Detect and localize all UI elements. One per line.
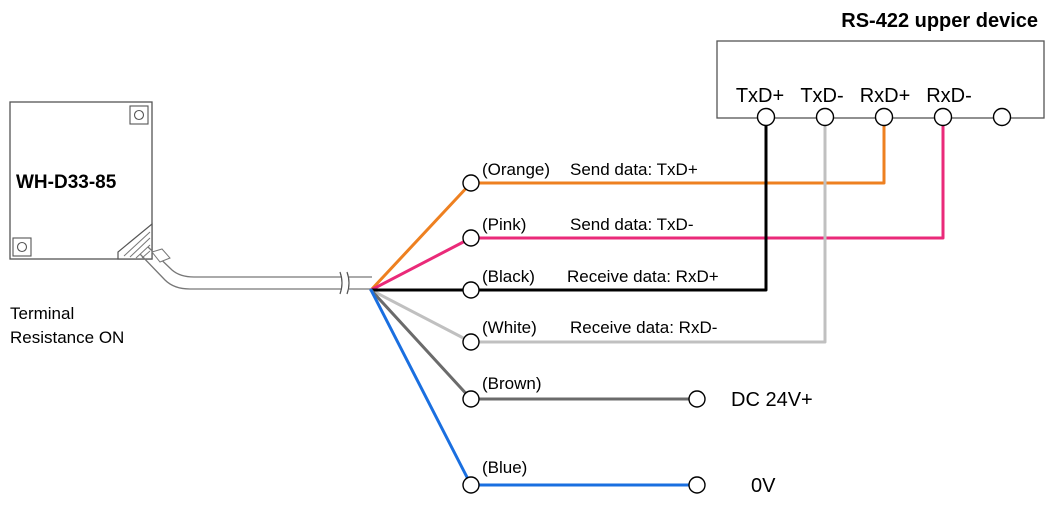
terminal-note-line1: Terminal (10, 304, 74, 323)
device-pin-spare-icon (992, 107, 1012, 127)
terminal-dc24v-icon (688, 390, 706, 408)
sensor-body (9, 101, 153, 260)
sensor-cable (139, 246, 372, 295)
device-pin-txd-minus-icon (815, 107, 835, 127)
upper-device-box (716, 40, 1045, 119)
pin-label-rxd-plus: RxD+ (860, 85, 911, 107)
wire-label-pink-color: (Pink) (482, 215, 526, 234)
terminal-orange-icon (462, 174, 480, 192)
terminal-black-icon (462, 281, 480, 299)
pin-label-txd-plus: TxD+ (736, 85, 784, 107)
terminal-brown-icon (462, 390, 480, 408)
pin-label-txd-minus: TxD- (800, 85, 843, 107)
wire-label-brown-color: (Brown) (482, 374, 542, 393)
power-label-0v: 0V (751, 475, 776, 497)
device-pin-txd-plus-icon (756, 107, 776, 127)
wire-white (369, 115, 827, 344)
wire-label-orange-color: (Orange) (482, 160, 550, 179)
upper-device-title: RS-422 upper device (841, 10, 1038, 32)
terminal-0v-icon (688, 476, 706, 494)
wire-label-blue-color: (Blue) (482, 458, 527, 477)
power-label-dc24v: DC 24V+ (731, 389, 813, 411)
wire-label-white-color: (White) (482, 318, 537, 337)
wire-orange (369, 115, 886, 292)
device-pin-rxd-minus-icon (933, 107, 953, 127)
wire-pink (369, 115, 945, 292)
wire-label-white-desc: Receive data: RxD- (570, 318, 717, 337)
wire-label-black-desc: Receive data: RxD+ (567, 267, 719, 286)
pin-label-rxd-minus: RxD- (926, 85, 972, 107)
wire-label-pink-desc: Send data: TxD- (570, 215, 693, 234)
terminal-pink-icon (462, 229, 480, 247)
terminal-note-line2: Resistance ON (10, 328, 124, 347)
sensor-model-label: WH-D33-85 (16, 172, 117, 193)
device-pin-rxd-plus-icon (874, 107, 894, 127)
terminal-white-icon (462, 333, 480, 351)
device-terminals (756, 107, 1012, 127)
wire-label-orange-desc: Send data: TxD+ (570, 160, 698, 179)
wire-terminals (462, 174, 706, 494)
wire-label-black-color: (Black) (482, 267, 535, 286)
terminal-blue-icon (462, 476, 480, 494)
wire-black (369, 115, 768, 292)
